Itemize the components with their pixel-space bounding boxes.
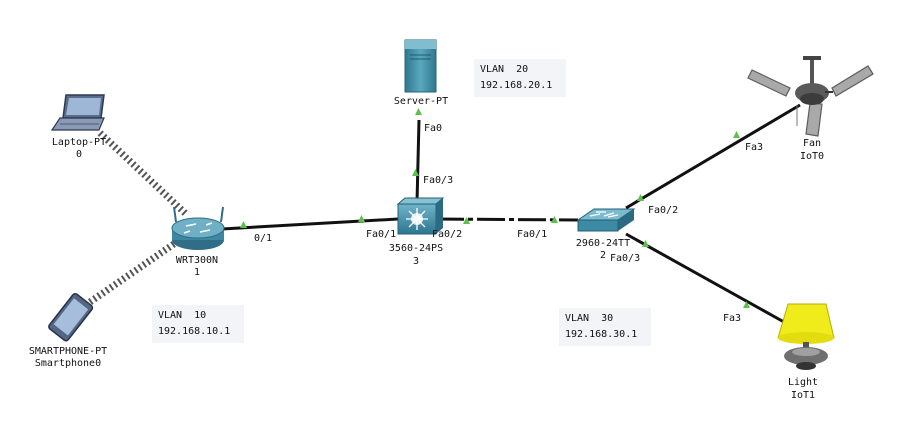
port-label-l3-fa03: Fa0/3: [423, 175, 453, 186]
port-label-l2-fa03: Fa0/3: [610, 253, 640, 264]
smartphone-name-label: SMARTPHONE-PT: [29, 346, 107, 357]
fan-id-label: IoT0: [800, 151, 824, 162]
port-label-light-fa3: Fa3: [723, 313, 741, 324]
port-marker: [463, 217, 470, 224]
light-icon[interactable]: [777, 303, 835, 370]
port-label-l2-fa02: Fa0/2: [648, 205, 678, 216]
l3switch-name-label: 3560-24PS: [389, 243, 443, 254]
vlan-10-name: VLAN 10: [158, 310, 207, 321]
port-marker: [415, 108, 422, 115]
port-marker: [743, 301, 750, 308]
vlan-20-network: 192.168.20.1: [480, 80, 553, 91]
vlan-10-note: VLAN 10 192.168.10.1: [152, 305, 244, 343]
vlan-20-note: VLAN 20 192.168.20.1: [474, 59, 566, 97]
link-l2switch-light: [625, 232, 785, 324]
link-l3switch-server: [415, 119, 421, 204]
l2switch-id-label: 2: [600, 250, 606, 261]
port-marker: [240, 221, 247, 228]
vlan-20-name: VLAN 20: [480, 64, 529, 75]
light-id-label: IoT1: [791, 390, 815, 401]
smartphone-id-label: Smartphone0: [35, 358, 101, 369]
fan-icon[interactable]: [747, 56, 874, 137]
laptop-name-label: Laptop-PT: [52, 137, 106, 148]
l3switch-id-label: 3: [413, 256, 419, 267]
port-label-l2-fa01: Fa0/1: [517, 229, 547, 240]
router-id-label: 1: [194, 267, 200, 278]
port-markers: [240, 108, 750, 308]
port-marker: [733, 131, 740, 138]
wireless-router-icon[interactable]: [171, 206, 225, 250]
link-router-l3switch: [221, 217, 399, 231]
vlan-30-network: 192.168.30.1: [565, 329, 638, 340]
port-marker: [642, 240, 649, 247]
laptop-id-label: 0: [76, 149, 82, 160]
l2-switch-icon[interactable]: [576, 208, 636, 232]
port-marker: [358, 215, 365, 222]
vlan-30-name: VLAN 30: [565, 313, 614, 324]
server-name-label: Server-PT: [394, 96, 448, 107]
port-marker: [412, 169, 419, 176]
port-label-server-fa0: Fa0: [424, 123, 442, 134]
wireless-link-smartphone: [88, 234, 186, 305]
wireless-link-laptop: [97, 130, 189, 217]
link-l3switch-l2switch: [435, 217, 579, 222]
port-marker: [637, 194, 644, 201]
port-label-l3-fa02: Fa0/2: [432, 229, 462, 240]
server-icon[interactable]: [404, 39, 437, 93]
laptop-icon[interactable]: [50, 94, 105, 131]
port-label-l3-fa01: Fa0/1: [366, 229, 396, 240]
l3-switch-icon[interactable]: [396, 197, 445, 235]
port-label-router-01: 0/1: [254, 233, 272, 244]
vlan-30-note: VLAN 30 192.168.30.1: [559, 308, 651, 346]
fan-name-label: Fan: [803, 138, 821, 149]
smartphone-icon[interactable]: [48, 292, 94, 342]
port-label-fan-fa3: Fa3: [745, 142, 763, 153]
router-name-label: WRT300N: [176, 255, 218, 266]
port-marker: [551, 216, 558, 223]
vlan-10-network: 192.168.10.1: [158, 326, 231, 337]
link-l2switch-fan: [625, 103, 801, 210]
light-name-label: Light: [788, 377, 818, 388]
l2switch-name-label: 2960-24TT: [576, 238, 630, 249]
